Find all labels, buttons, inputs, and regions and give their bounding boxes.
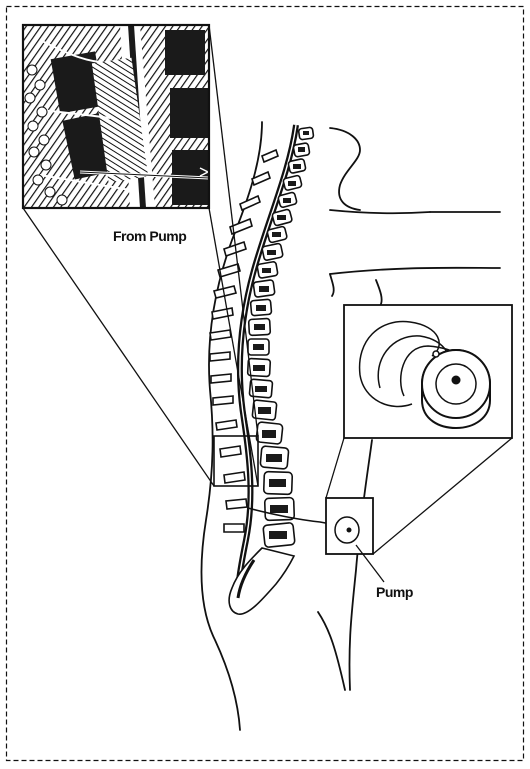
spine-magnified-inset xyxy=(23,25,210,208)
from-pump-label: From Pump xyxy=(113,228,186,244)
vertebral-column xyxy=(210,125,314,614)
sacrum xyxy=(229,548,294,614)
pump-label: Pump xyxy=(376,584,413,600)
